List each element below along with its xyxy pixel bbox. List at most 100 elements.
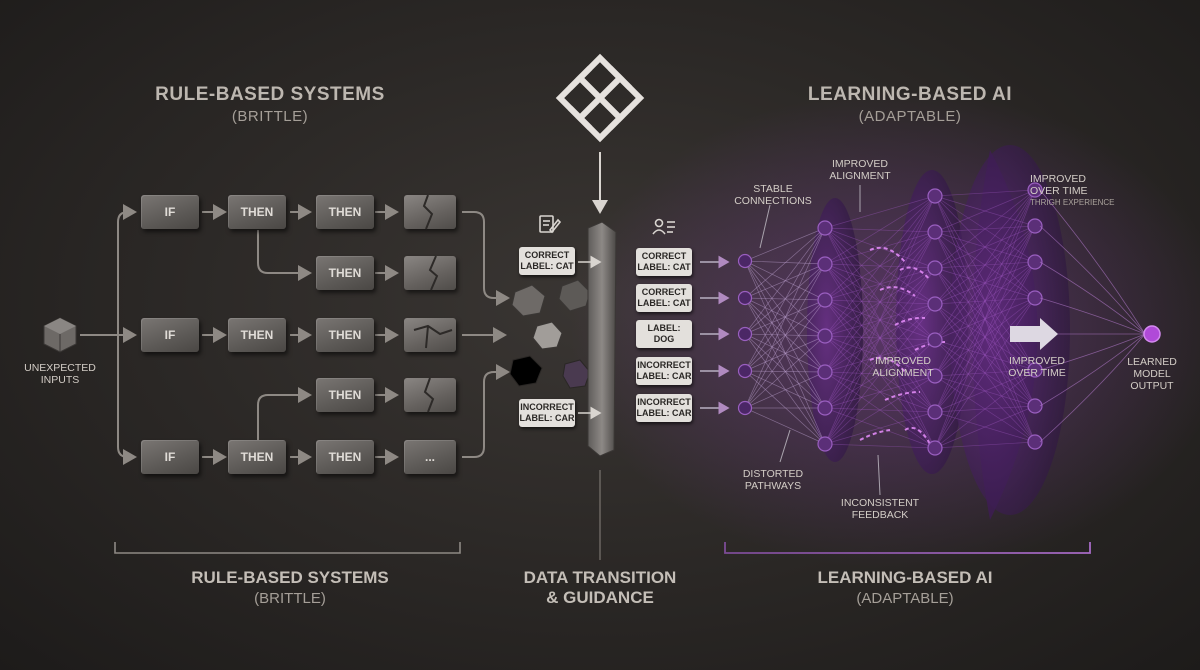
network-node <box>927 296 943 312</box>
network-edge <box>744 335 826 409</box>
network-edge <box>744 260 826 337</box>
network-edge <box>934 297 1036 449</box>
output-fan-line <box>1039 225 1146 335</box>
network-node <box>927 440 943 456</box>
rule-then-5b: THEN <box>316 440 374 474</box>
network-edge <box>824 195 936 373</box>
network-edge <box>934 267 1036 443</box>
network-edge <box>824 263 936 377</box>
network-node <box>817 328 833 344</box>
rule-connectors <box>80 204 510 465</box>
network-edge <box>744 260 826 409</box>
network-node <box>927 404 943 420</box>
network-edge <box>934 411 1036 443</box>
rule-then-5a: THEN <box>228 440 286 474</box>
network-node <box>817 292 833 308</box>
network-edge <box>744 333 826 337</box>
output-fan <box>1039 189 1146 443</box>
network-node <box>737 326 753 342</box>
header-left-subtitle: (BRITTLE) <box>231 108 309 125</box>
output-fan-line <box>1039 297 1146 335</box>
network-edge <box>824 443 936 449</box>
footer-right-title: LEARNING-BASED AI <box>817 568 993 587</box>
footer-left-subtitle: (BRITTLE) <box>254 590 326 607</box>
output-fan-line <box>1039 189 1146 335</box>
network-node <box>817 220 833 236</box>
network-edge <box>824 195 936 265</box>
network-edge <box>934 267 1036 371</box>
network-edge <box>934 225 1036 305</box>
network-edge <box>824 227 936 341</box>
network-edge <box>934 297 1036 413</box>
network-edge <box>824 335 936 341</box>
network-edge <box>934 405 1036 449</box>
network-edge <box>934 261 1036 449</box>
network-edge <box>744 299 826 409</box>
network-node <box>1027 254 1043 270</box>
network-edge <box>824 339 936 373</box>
network-node <box>1027 218 1043 234</box>
network-edge <box>824 339 936 409</box>
network-edge <box>744 227 826 262</box>
knot-logo-icon <box>555 53 645 143</box>
network-edge <box>934 369 1036 413</box>
input-cube-icon <box>43 317 77 353</box>
network-edge <box>744 333 826 445</box>
network-node <box>817 256 833 272</box>
network-edge <box>824 303 936 445</box>
network-edge <box>824 263 936 341</box>
footer-right-subtitle: (ADAPTABLE) <box>856 590 954 607</box>
network-edge <box>934 375 1036 407</box>
network-edge <box>824 303 936 373</box>
network-edge <box>824 227 936 305</box>
network-edge <box>824 267 936 301</box>
header-left-title: RULE-BASED SYSTEMS <box>155 84 385 105</box>
output-fan-line <box>1039 333 1146 443</box>
network-edge <box>934 261 1036 305</box>
network-node <box>927 332 943 348</box>
output-fan-line <box>1039 261 1146 335</box>
network-edge <box>824 227 936 377</box>
network-node <box>1027 290 1043 306</box>
left-bracket <box>114 542 461 554</box>
network-edge <box>934 195 1036 227</box>
network-node <box>737 400 753 416</box>
rule-if-3: IF <box>141 318 199 352</box>
network-edge <box>824 371 936 449</box>
network-edge <box>934 267 1036 299</box>
network-edge <box>824 231 936 409</box>
network-edge <box>824 303 936 409</box>
input-label: UNEXPECTED INPUTS <box>24 362 96 386</box>
network-node <box>927 224 943 240</box>
network-edge <box>824 227 936 449</box>
feedback-spark <box>869 356 906 373</box>
feedback-spark <box>894 316 926 326</box>
network-edge <box>744 333 826 373</box>
network-edge <box>934 375 1036 443</box>
network-edge <box>824 227 936 413</box>
network-edge <box>824 263 936 269</box>
header-right-title: LEARNING-BASED AI <box>807 84 1013 105</box>
feedback-spark <box>904 426 931 445</box>
network-edge <box>824 371 936 377</box>
rule-ellipsis: ... <box>404 440 456 474</box>
network-node <box>927 368 943 384</box>
network-edge <box>824 411 936 445</box>
network-edge <box>824 231 936 301</box>
network-edge <box>934 303 1036 407</box>
network-node <box>1027 398 1043 414</box>
network-edge <box>824 299 936 341</box>
network-edge <box>744 370 826 373</box>
network-edge <box>934 189 1036 305</box>
right-label-3: LABEL:DOG <box>636 320 692 348</box>
network-edge <box>824 231 936 445</box>
network-edge <box>824 263 936 449</box>
